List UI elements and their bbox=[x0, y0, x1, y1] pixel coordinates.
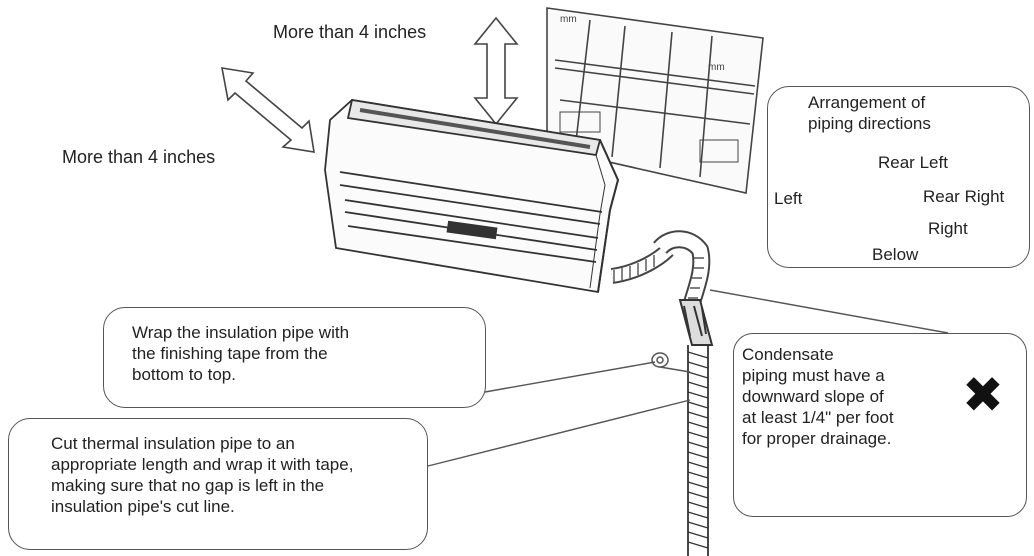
piping-box-title-line1: Arrangement of bbox=[808, 93, 926, 112]
piping-box-title-line2: piping directions bbox=[808, 114, 931, 133]
wrap-line-2: the finishing tape from the bbox=[132, 344, 328, 363]
condensate-line-1: Condensate bbox=[742, 345, 834, 364]
condensate-callout: Condensate piping must have a downward s… bbox=[733, 333, 1027, 517]
cut-line-1: Cut thermal insulation pipe to an bbox=[51, 434, 295, 453]
insulated-drain-pipe bbox=[687, 345, 709, 556]
connection-pipe bbox=[610, 230, 714, 346]
top-clearance-label: More than 4 inches bbox=[273, 22, 427, 42]
wrap-line-3: bottom to top. bbox=[132, 365, 236, 384]
wrap-instructions-callout: Wrap the insulation pipe with the finish… bbox=[103, 307, 486, 408]
svg-text:mm: mm bbox=[560, 14, 577, 25]
direction-rear-right: Rear Right bbox=[923, 187, 1005, 206]
direction-rear-left: Rear Left bbox=[878, 153, 948, 172]
direction-below: Below bbox=[872, 245, 919, 264]
vertical-clearance-arrow bbox=[473, 16, 519, 126]
svg-text:mm: mm bbox=[708, 62, 725, 73]
indoor-unit bbox=[324, 98, 620, 294]
condensate-line-2: piping must have a bbox=[742, 366, 885, 385]
diagonal-clearance-arrow bbox=[221, 67, 315, 153]
cut-instructions-callout: Cut thermal insulation pipe to an approp… bbox=[8, 418, 428, 550]
cut-line-3: making sure that no gap is left in the bbox=[51, 476, 325, 495]
cut-line-4: insulation pipe's cut line. bbox=[51, 497, 235, 516]
direction-right: Right bbox=[928, 219, 968, 238]
direction-left: Left bbox=[774, 189, 803, 208]
condensate-line-5: for proper drainage. bbox=[742, 429, 892, 448]
pipe-fitting bbox=[651, 352, 691, 373]
cut-line-2: appropriate length and wrap it with tape… bbox=[51, 455, 354, 474]
x-mark-icon: ✖ bbox=[962, 366, 1004, 424]
piping-directions-box: Arrangement of piping directions Rear Le… bbox=[767, 86, 1030, 268]
leader-lines bbox=[427, 289, 949, 467]
side-clearance-label: More than 4 inches bbox=[62, 147, 216, 167]
condensate-line-4: at least 1/4" per foot bbox=[742, 408, 894, 427]
condensate-line-3: downward slope of bbox=[742, 387, 884, 406]
wrap-line-1: Wrap the insulation pipe with bbox=[132, 323, 350, 342]
